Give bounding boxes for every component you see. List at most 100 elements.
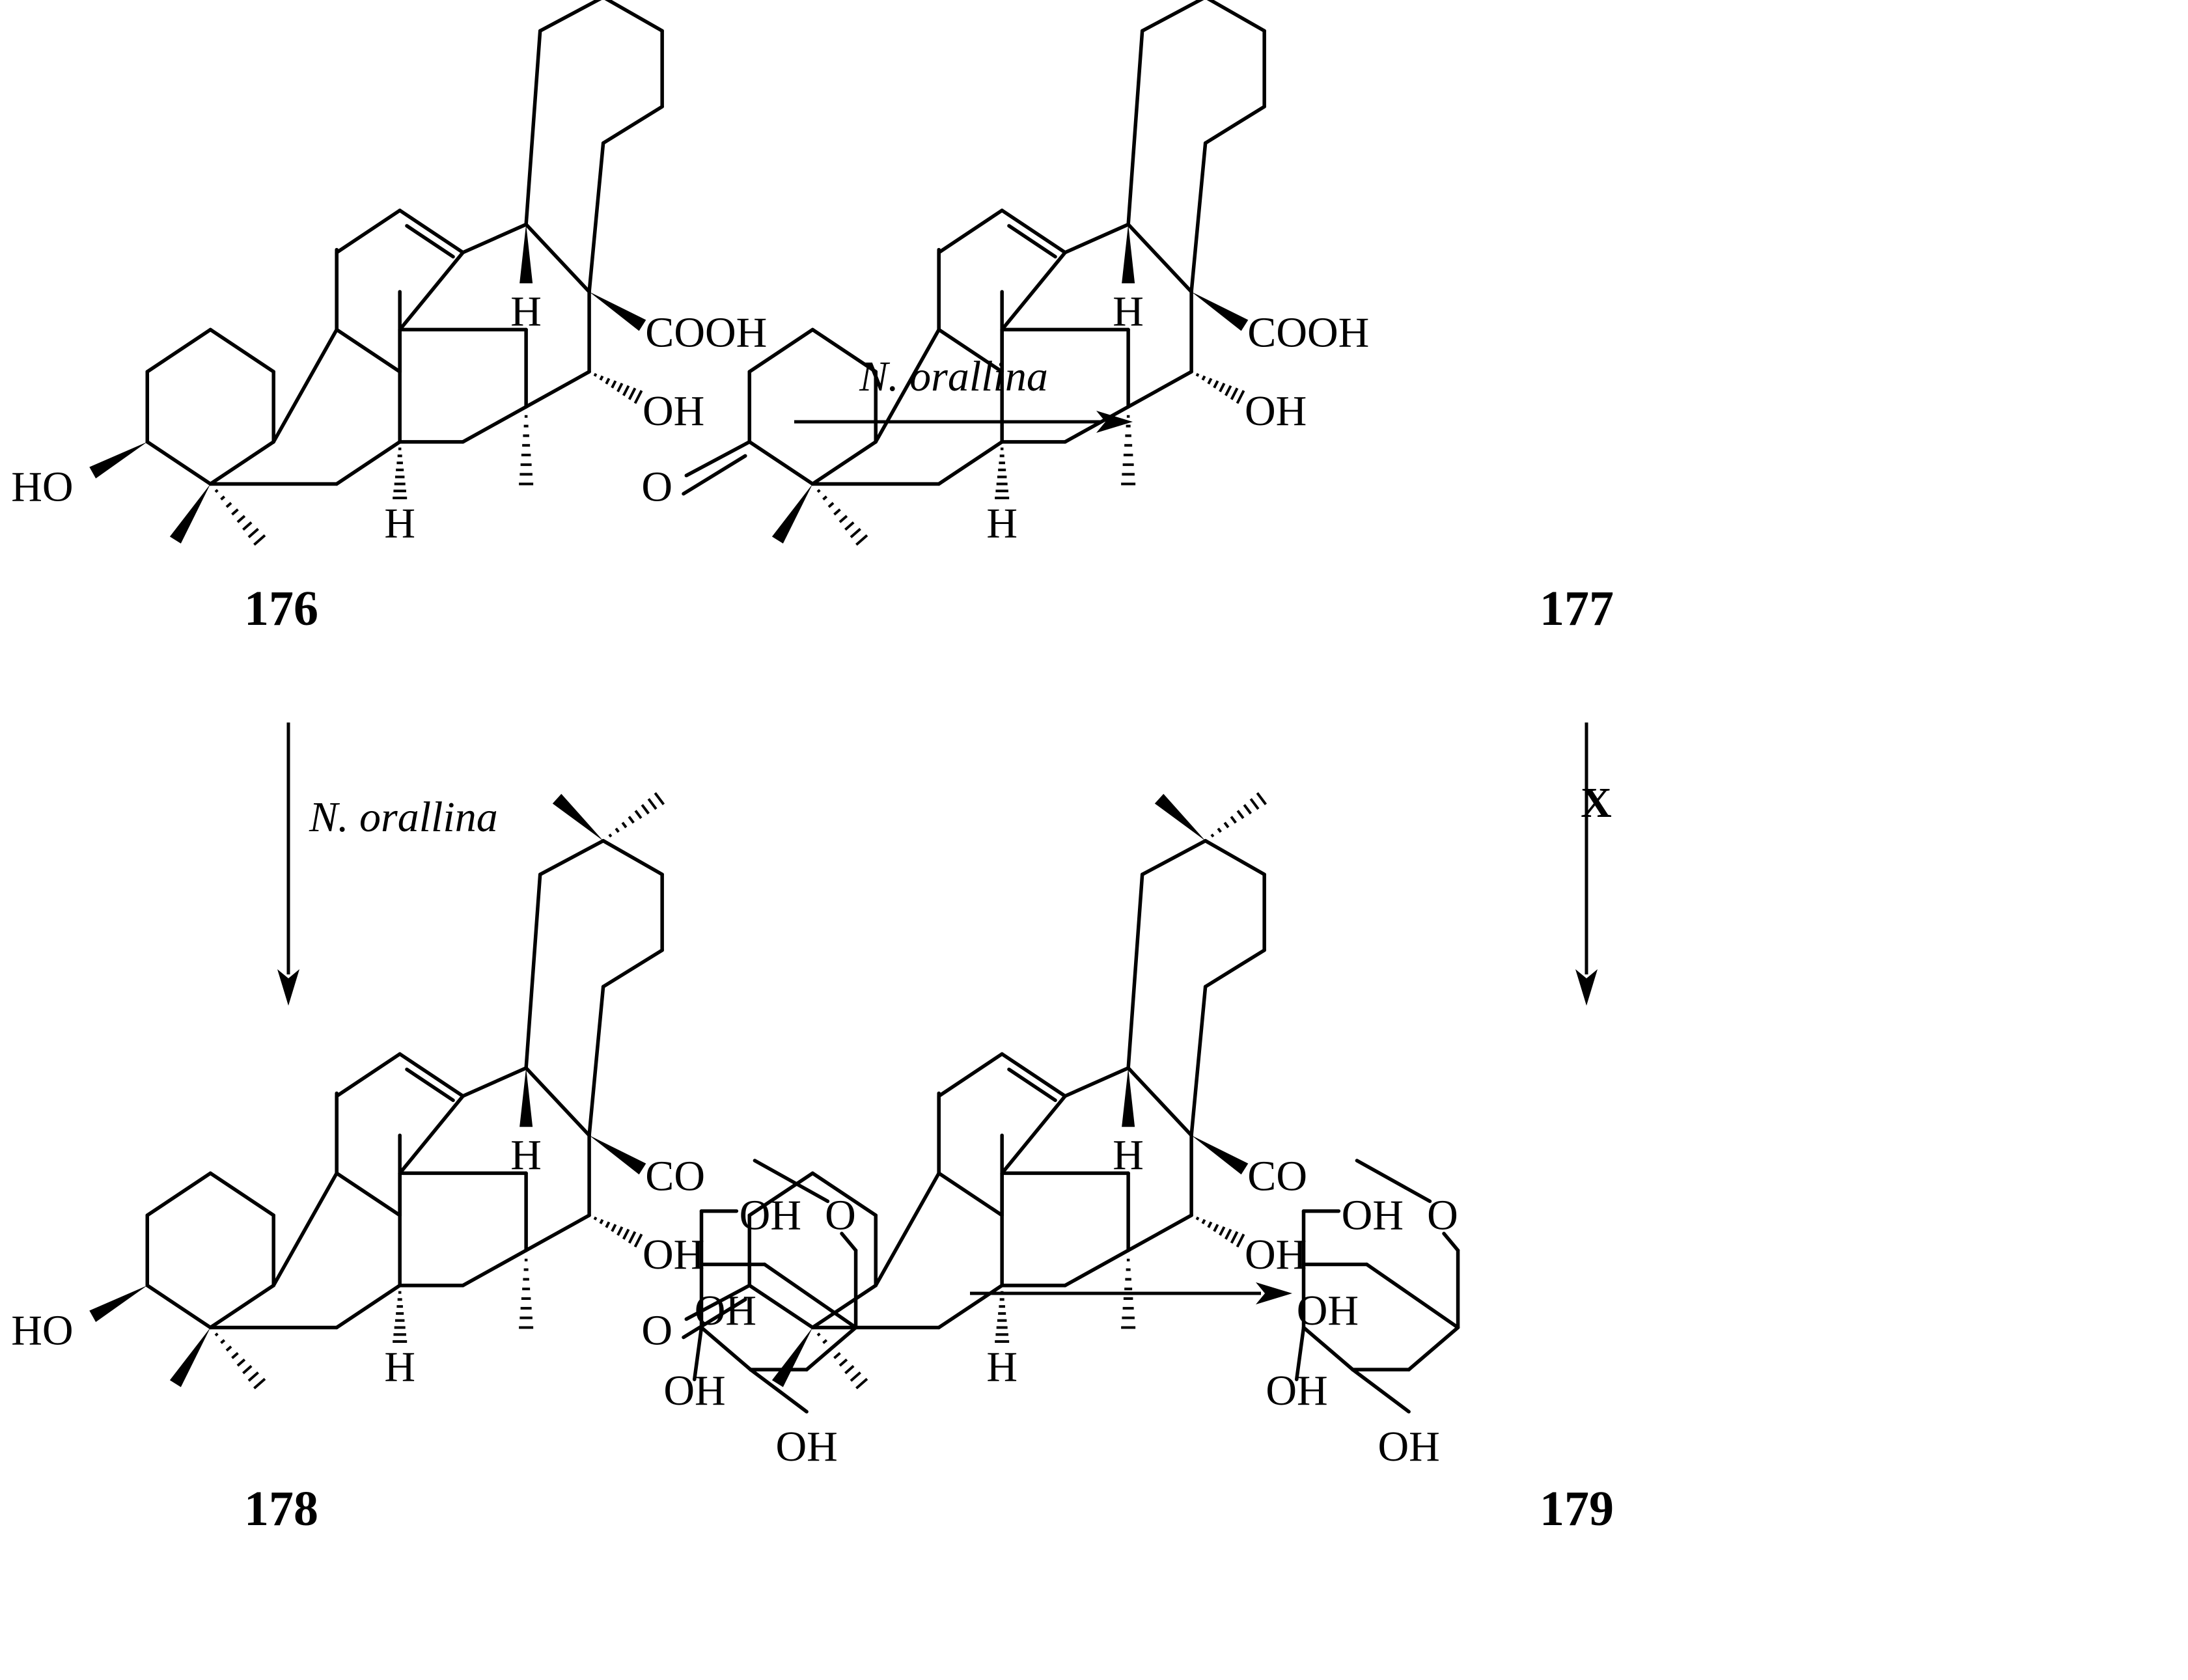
ring-bond [604, 0, 664, 33]
ring-bond [524, 1066, 591, 1137]
ring-bond [145, 1284, 212, 1330]
double-bond-c12-c13 [405, 224, 455, 259]
ring-bond [1140, 0, 1204, 33]
c28-label: COOH [645, 309, 767, 356]
ring-bond [1000, 251, 1067, 332]
double-bond-c12-c13 [1007, 1067, 1057, 1103]
ring-bond [810, 1284, 878, 1330]
h9-hash-bond [393, 447, 408, 500]
double-bond-c12-c13 [405, 1067, 455, 1103]
ring-bond [538, 0, 602, 33]
arrow-head [1256, 1282, 1292, 1304]
ring-bond [1063, 1066, 1130, 1098]
c4-methyl-wedge [169, 484, 211, 544]
compound-id-177: 177 [1540, 581, 1614, 636]
sugar-c6-hydroxyl-label: OH [1342, 1192, 1404, 1239]
ring-bond [208, 1284, 275, 1330]
c28-label: CO [1247, 1152, 1307, 1200]
ring-bond [461, 405, 528, 444]
ring-bond [335, 208, 402, 255]
ring-bond [937, 1052, 1004, 1098]
ring-bond [937, 327, 1004, 374]
ring-bond [587, 141, 605, 294]
ring-bond [461, 1248, 528, 1288]
ring-bond [398, 1094, 465, 1176]
ketone-oxygen-label: O [641, 1306, 672, 1354]
ring-bond [1126, 29, 1144, 227]
ring-bond [335, 1284, 402, 1330]
c4-methyl-hash [816, 489, 868, 546]
c4-methyl-hash [214, 489, 266, 546]
sugar-ring-bond [1407, 1325, 1460, 1371]
compound-id-179: 179 [1540, 1481, 1614, 1536]
sugar-c3-bond [1294, 1325, 1306, 1381]
c28-wedge-bond [589, 1135, 646, 1175]
c16-hydroxyl-hash [1195, 373, 1245, 404]
ring-bond [1203, 948, 1266, 989]
ring-bond [874, 1171, 941, 1288]
arrow-176-to-177: N. orallina [794, 353, 1133, 433]
ring-bond [524, 872, 542, 1070]
c16-hydroxyl-hash [593, 373, 643, 404]
h9-hash-bond [393, 1291, 408, 1343]
c3-carbonyl-bond [684, 1284, 752, 1321]
ring-bond [524, 29, 542, 227]
ring-bond [1203, 838, 1266, 877]
ring-bond [747, 327, 814, 374]
sugar-ring-bond [699, 1325, 753, 1371]
h18-label: H [510, 288, 542, 335]
h18-wedge-bond [519, 1067, 533, 1127]
sugar-c4-bond [749, 1368, 809, 1414]
compound-id-178: 178 [244, 1481, 318, 1536]
ring-bond [398, 1052, 465, 1098]
ring-bond [747, 1171, 814, 1217]
hydroxyl-3-label: HO [11, 463, 73, 510]
ring-bond [1000, 1052, 1067, 1098]
ring-bond [208, 440, 275, 486]
ring-bond [1126, 223, 1193, 294]
c4-methyl-wedge [169, 1327, 211, 1387]
ring-bond [335, 1171, 402, 1217]
ring-bond [810, 440, 878, 486]
h18-label: H [510, 1131, 542, 1179]
c20-methyl-wedge [552, 793, 603, 841]
sugar-hydroxyl-c-label: OH [1378, 1423, 1439, 1470]
ring-bond [1063, 405, 1130, 444]
ester-o-bond [1355, 1159, 1432, 1204]
c3-hydroxyl-wedge [89, 1285, 148, 1322]
c28-label: COOH [1247, 309, 1369, 356]
arrow-label-176-to-178: N. orallina [309, 793, 498, 841]
hydroxyl-16-label: OH [643, 1231, 704, 1278]
sugar-ring-bond [1301, 1325, 1355, 1371]
ring-bond [747, 1284, 814, 1330]
ring-bond [145, 1171, 212, 1217]
hydroxyl-16-label: OH [1245, 387, 1307, 435]
ring-bond [271, 327, 339, 444]
arrow-head [1575, 969, 1598, 1006]
c16-hydroxyl-hash [593, 1217, 643, 1248]
double-bond-c12-c13 [1007, 224, 1057, 259]
ring-bond [937, 1171, 1004, 1217]
sugar-ring-oxygen-label: O [1427, 1192, 1458, 1239]
ring-bond [335, 440, 402, 486]
sugar-c4-bond [1351, 1368, 1411, 1414]
h18-label: H [1113, 1131, 1144, 1179]
c3-carbonyl-bond-2 [682, 1297, 747, 1340]
arrow-head [1096, 411, 1133, 433]
c3-hydroxyl-wedge [89, 441, 148, 478]
h18-label: H [1113, 288, 1144, 335]
c28-wedge-bond [1191, 1135, 1249, 1175]
ring-bond [1000, 208, 1067, 255]
ring-bond [398, 251, 465, 332]
c28-wedge-bond [589, 292, 646, 331]
c4-methyl-hash [816, 1332, 868, 1390]
ring-bond [601, 948, 664, 989]
ring-bond [1126, 370, 1193, 409]
hydroxyl-3-label: HO [11, 1306, 73, 1354]
ring-bond [601, 838, 664, 877]
ring-bond [810, 1171, 878, 1217]
